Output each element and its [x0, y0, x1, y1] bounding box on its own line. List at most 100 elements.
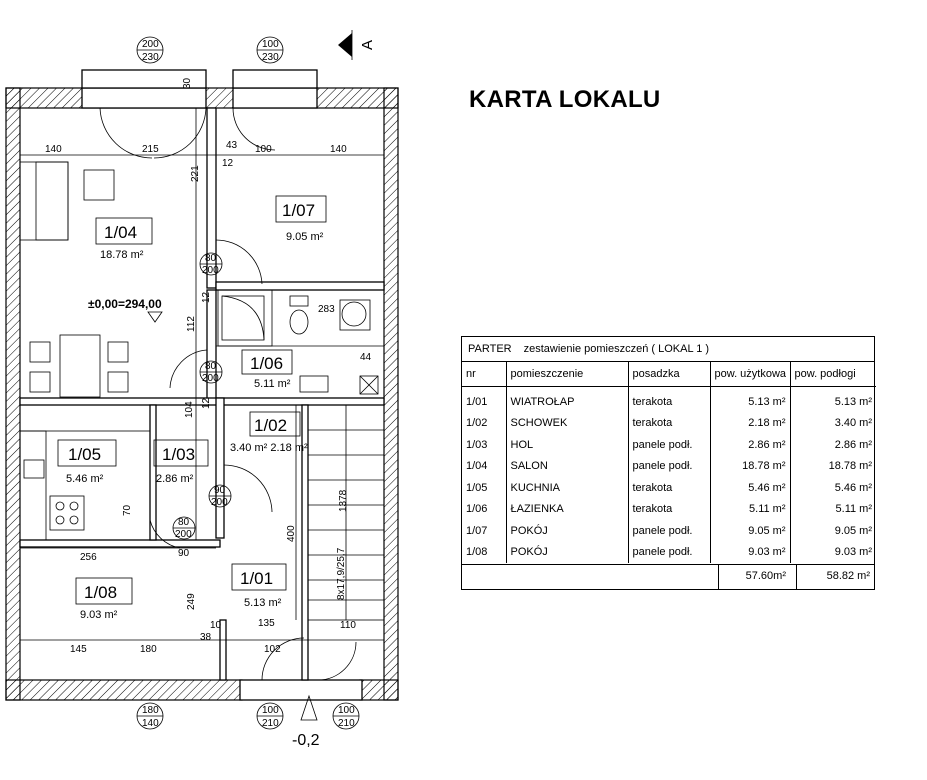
door-tag-top: 80	[178, 517, 190, 528]
room-floor-area: 2.86 m²	[834, 438, 872, 451]
dimension-label: 12	[201, 291, 212, 303]
room-nr: 1/02	[462, 412, 507, 434]
section-marker: A	[338, 30, 376, 60]
room-usable-area: 9.05 m²	[710, 520, 791, 542]
window-tag-bottom: 230	[262, 52, 279, 63]
room-area: 3.40 m² 2.18 m²	[230, 442, 308, 454]
room-nr: 1/06	[462, 498, 507, 520]
room-id: 1/07	[282, 201, 315, 220]
column-header: posadzka	[628, 362, 711, 387]
room-floor-area: 9.05 m²	[834, 524, 872, 537]
room-floor: panele podł.	[628, 455, 711, 477]
door-tags: 80 200 80 200 90 200 80 200	[172, 252, 232, 540]
room-name: HOL	[506, 434, 629, 456]
window-tag-top: 100	[338, 705, 355, 716]
dimension-label: 1378	[338, 489, 349, 512]
table-header-row: nr pomieszczenie posadzka pow. użytkowa …	[462, 362, 876, 387]
door-tag-bottom: 200	[175, 529, 192, 540]
dimension-label: 100	[255, 144, 272, 155]
dimension-label: 112	[186, 316, 197, 332]
column-header: pow. użytkowa	[710, 362, 791, 387]
table-title-right: zestawienie pomieszczeń ( LOKAL 1 )	[523, 343, 710, 355]
room-floor-area: 5.46 m²	[834, 481, 872, 494]
room-floor: panele podł.	[628, 520, 711, 542]
room-floor: panele podł.	[628, 541, 711, 563]
room-floor-area: 3.40 m²	[834, 417, 872, 430]
dimension-label: 180	[140, 644, 157, 655]
room-floor: terakota	[628, 412, 711, 434]
dimension-label: 110	[340, 620, 356, 631]
door-tag-top: 80	[205, 253, 217, 264]
door-tag-top: 90	[214, 485, 226, 496]
dimension-label: 90	[178, 548, 190, 559]
room-name: ŁAZIENKA	[506, 498, 629, 520]
room-id: 1/02	[254, 416, 287, 435]
dimensions: 30 43 12 140 215 100 140 221 12 283 112 …	[20, 77, 384, 655]
window-tag-bottom: 230	[142, 52, 159, 63]
room-id: 1/04	[104, 223, 137, 242]
entry-level-marker	[300, 694, 318, 721]
room-usable-area: 5.13 m²	[710, 386, 791, 413]
door-tag-bottom: 200	[202, 373, 219, 384]
section-marker-label: A	[359, 40, 376, 50]
table-row: 1/06 ŁAZIENKA terakota 5.11 m² 5.11 m²	[462, 498, 876, 520]
level-mark: ±0,00=294,00	[88, 297, 162, 311]
dimension-label: 38	[200, 632, 212, 643]
table-title-row: PARTER zestawienie pomieszczeń ( LOKAL 1…	[462, 337, 874, 362]
dimension-label: 140	[45, 144, 62, 155]
room-floor-area: 18.78 m²	[828, 460, 872, 473]
table-totals-row: 57.60m² 58.82 m²	[462, 564, 874, 589]
dimension-label: 104	[184, 401, 195, 418]
dimension-label: 12	[201, 397, 212, 409]
room-nr: 1/04	[462, 455, 507, 477]
total-usable-area: 57.60m²	[745, 570, 786, 582]
dimension-label: 8x17,9/25,7	[336, 547, 347, 600]
room-floor: terakota	[628, 498, 711, 520]
room-id: 1/01	[240, 569, 273, 588]
dimension-label: 30	[182, 77, 193, 89]
room-floor: terakota	[628, 386, 711, 413]
room-usable-area: 9.03 m²	[710, 541, 791, 563]
table-row: 1/04 SALON panele podł. 18.78 m² 18.78 m…	[462, 455, 876, 477]
dimension-label: 10	[210, 620, 222, 631]
outer-walls	[5, 69, 399, 701]
room-id: 1/05	[68, 445, 101, 464]
table-row: 1/01 WIATROŁAP terakota 5.13 m² 5.13 m²	[462, 386, 876, 413]
page-title: KARTA LOKALU	[469, 86, 661, 113]
door-tag-bottom: 200	[211, 497, 228, 508]
window-tag-bottom: 210	[262, 718, 279, 729]
room-name: POKÓJ	[506, 520, 629, 542]
column-header: pomieszczenie	[506, 362, 629, 387]
room-nr: 1/07	[462, 520, 507, 542]
dimension-label: 44	[360, 352, 372, 363]
room-nr: 1/05	[462, 477, 507, 499]
table-row: 1/02 SCHOWEK terakota 2.18 m² 3.40 m²	[462, 412, 876, 434]
window-tag-bottom: 140	[142, 718, 159, 729]
window-tag-top: 100	[262, 39, 279, 50]
room-area: 9.03 m²	[80, 609, 118, 621]
window-tags: 200 230 100 230 180 140 100 210 100 210	[136, 36, 360, 730]
furniture	[19, 161, 379, 541]
dimension-label: 12	[222, 158, 234, 169]
window-tag-top: 180	[142, 705, 159, 716]
table-row: 1/05 KUCHNIA terakota 5.46 m² 5.46 m²	[462, 477, 876, 499]
room-area: 2.86 m²	[156, 473, 194, 485]
room-id: 1/08	[84, 583, 117, 602]
room-table: nr pomieszczenie posadzka pow. użytkowa …	[462, 362, 876, 563]
rooms: 1/04 18.78 m² 1/07 9.05 m² 1/06 5.11 m² …	[57, 195, 327, 621]
window-tag-top: 100	[262, 705, 279, 716]
door-tag-top: 80	[205, 361, 217, 372]
room-area: 9.05 m²	[286, 231, 324, 243]
room-area: 18.78 m²	[100, 249, 144, 261]
room-name: WIATROŁAP	[506, 386, 629, 413]
room-area: 5.13 m²	[244, 597, 282, 609]
door-tag-bottom: 200	[202, 265, 219, 276]
dimension-label: 249	[186, 593, 197, 610]
total-floor-area: 58.82 m²	[826, 570, 870, 582]
staircase	[307, 404, 385, 621]
dimension-label: 102	[264, 644, 281, 655]
room-usable-area: 2.18 m²	[710, 412, 791, 434]
room-name: POKÓJ	[506, 541, 629, 563]
room-id: 1/03	[162, 445, 195, 464]
